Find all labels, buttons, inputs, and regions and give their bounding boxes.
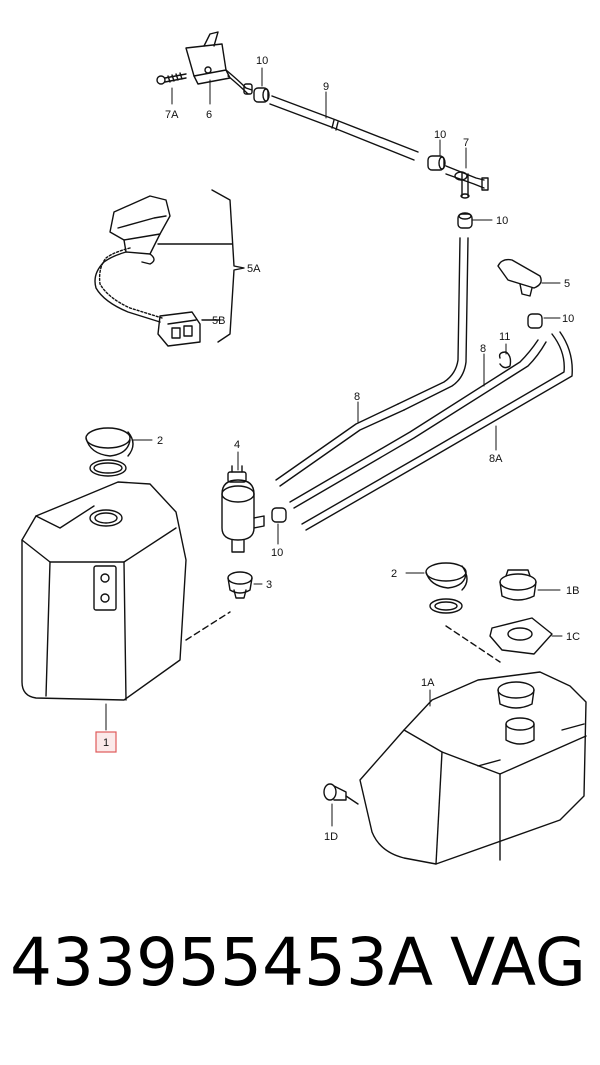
- t-piece-7: [445, 165, 489, 199]
- pump-4: [221, 465, 265, 553]
- label-6: 6: [206, 109, 212, 121]
- label-10: 10: [434, 129, 446, 141]
- jet-5: [497, 258, 542, 297]
- cap-2-left: [85, 427, 134, 477]
- label-8A: 8A: [489, 453, 503, 465]
- label-5A: 5A: [247, 263, 261, 275]
- cap-2-right: [425, 562, 468, 614]
- label-7A: 7A: [165, 109, 179, 121]
- reservoir-1: [21, 481, 231, 701]
- clip-10e: [271, 507, 287, 523]
- jet-bracket-6: [185, 31, 253, 95]
- label-5: 5: [564, 278, 570, 290]
- label-1C: 1C: [566, 631, 580, 643]
- bolt-1D: [323, 783, 359, 805]
- clip-10a: [253, 87, 270, 103]
- label-8: 8: [354, 391, 360, 403]
- label-8: 8: [480, 343, 486, 355]
- clip-10c: [457, 212, 473, 229]
- label-5B: 5B: [212, 315, 225, 327]
- reservoir-1A: [359, 671, 587, 865]
- grommet-3: [227, 571, 253, 599]
- label-2: 2: [157, 435, 163, 447]
- hose-8A: [301, 331, 573, 531]
- label-9: 9: [323, 81, 329, 93]
- label-1: 1: [103, 737, 109, 749]
- clip-10b: [427, 155, 446, 171]
- filler-cap-1B: [499, 569, 537, 601]
- label-10: 10: [256, 55, 268, 67]
- highlight-box-1: [95, 731, 117, 753]
- label-11: 11: [499, 331, 510, 343]
- hose-8-vertical: [397, 237, 469, 411]
- switch-5A: [94, 195, 171, 323]
- label-7: 7: [463, 137, 469, 149]
- brand-name: VAG: [449, 924, 586, 1001]
- label-2: 2: [391, 568, 397, 580]
- seal-plate-1C: [445, 617, 553, 663]
- hose-8-long-b: [289, 339, 547, 509]
- label-1D: 1D: [324, 831, 338, 843]
- hose-8-long-a: [275, 403, 405, 487]
- screw-7A: [156, 72, 187, 85]
- leader-lines: [105, 67, 563, 827]
- label-1B: 1B: [566, 585, 579, 597]
- label-3: 3: [266, 579, 272, 591]
- label-10: 10: [271, 547, 283, 559]
- callout-labels: 7A 6 10 9 10 7 10 5A 5B 5 10 11 8 8 8A 2…: [103, 55, 580, 843]
- label-10: 10: [562, 313, 574, 325]
- connector-5B: [157, 311, 201, 347]
- label-1A: 1A: [421, 677, 435, 689]
- part-number: 433955453A: [10, 924, 434, 1001]
- hose-9: [269, 95, 419, 161]
- label-4: 4: [234, 439, 240, 451]
- bracket-5A-5B: [157, 189, 245, 343]
- clip-10d: [527, 313, 543, 329]
- clamp-11: [498, 351, 512, 369]
- label-10: 10: [496, 215, 508, 227]
